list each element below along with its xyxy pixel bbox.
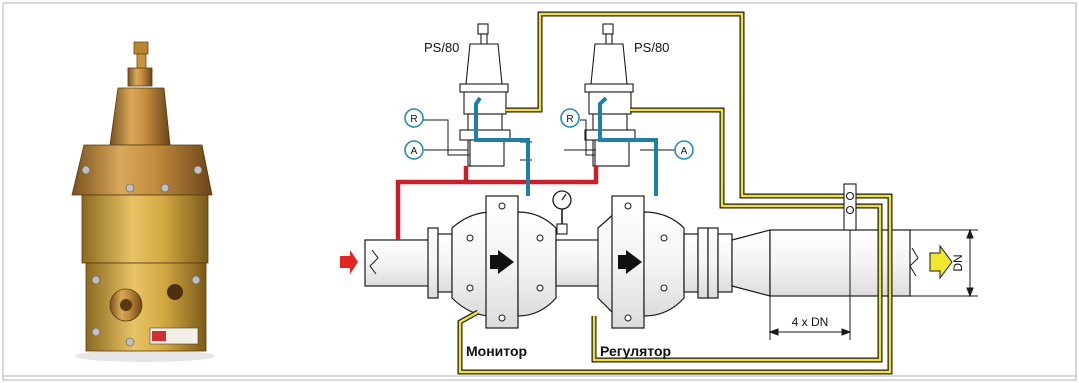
r-right-icon — [560, 108, 580, 128]
label-a-left: A — [411, 146, 418, 157]
pressure-gauge-icon — [552, 190, 572, 235]
dn-dimension — [910, 228, 978, 298]
label-regulator: Регулятор — [600, 343, 671, 359]
valve-flow-arrows — [490, 250, 642, 274]
a-right-icon — [674, 140, 694, 160]
label-ps-left: PS/80 — [424, 40, 459, 55]
label-r-left: R — [410, 114, 417, 125]
instrument-circles — [404, 108, 694, 160]
r-left-icon — [404, 108, 424, 128]
a-left-icon — [404, 140, 424, 160]
outlet-break-mark — [909, 247, 919, 277]
label-distance: 4 x DN — [792, 315, 829, 329]
pilot-right — [584, 23, 636, 167]
label-a-right: A — [681, 146, 688, 157]
pipeline — [364, 195, 911, 329]
inlet-flow-arrow-icon — [340, 250, 358, 274]
label-r-right: R — [566, 114, 573, 125]
flange-bolts — [466, 202, 668, 322]
inlet-impulse-line — [395, 166, 599, 240]
monitor-blue-line — [474, 96, 530, 196]
regulator-photo — [71, 41, 215, 362]
label-monitor: Монитор — [466, 343, 527, 359]
label-dn: DN — [951, 254, 965, 271]
inlet-break-mark — [369, 249, 379, 275]
distance-dimension — [768, 230, 852, 340]
pilot-left — [459, 23, 511, 167]
regulator-blue-line — [598, 96, 658, 196]
label-ps-right: PS/80 — [634, 40, 669, 55]
outlet-flow-arrow-icon — [929, 244, 953, 280]
sensing-lines — [457, 11, 893, 375]
outlet-sensing-tap — [843, 183, 857, 231]
